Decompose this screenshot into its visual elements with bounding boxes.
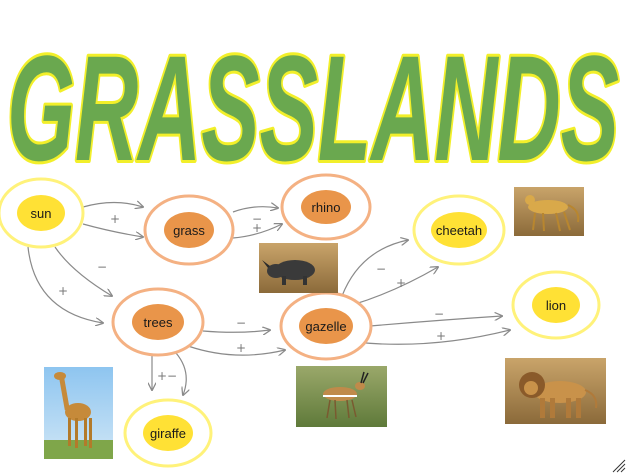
arrows <box>27 203 510 396</box>
node-giraffe: giraffe <box>123 398 213 468</box>
sign-gazelle-cheetah-plus: + <box>396 276 406 290</box>
arrow-sun-grass-2 <box>82 223 143 237</box>
title-text: GRASSLANDS <box>7 24 619 192</box>
node-cheetah: cheetah <box>412 194 506 266</box>
sign-sun-trees-plus: + <box>58 284 68 298</box>
node-label-giraffe: giraffe <box>150 426 186 441</box>
resize-grip-icon[interactable] <box>611 458 627 474</box>
sign-grass-rhino-minus: − <box>252 212 262 226</box>
arrow-trees-gazelle-2 <box>187 345 285 355</box>
sign-sun-grass-plus: + <box>110 212 120 226</box>
cheetah-photo <box>514 187 584 236</box>
sign-trees-gazelle-minus: − <box>236 316 246 330</box>
arrow-gazelle-lion-2 <box>354 330 510 345</box>
node-label-cheetah: cheetah <box>436 223 482 238</box>
lion-photo <box>505 358 606 424</box>
arrow-gazelle-cheetah-2 <box>351 267 438 306</box>
node-trees: trees <box>111 287 205 357</box>
arrow-grass-rhino-1 <box>232 207 278 213</box>
giraffe-photo <box>44 367 113 459</box>
node-rhino: rhino <box>280 173 372 241</box>
sign-sun-trees-minus: − <box>97 260 107 274</box>
sign-gazelle-lion-minus: − <box>434 307 444 321</box>
sign-trees-gazelle-plus: + <box>236 341 246 355</box>
gazelle-photo <box>296 366 387 427</box>
rhino-photo <box>259 243 338 293</box>
node-label-sun: sun <box>31 206 52 221</box>
arrow-trees-gazelle-1 <box>202 330 270 332</box>
arrow-gazelle-cheetah-1 <box>341 240 408 297</box>
node-gazelle: gazelle <box>279 291 373 361</box>
arrow-sun-trees-1 <box>54 246 112 296</box>
node-label-rhino: rhino <box>312 200 341 215</box>
sign-grass-rhino-plus: + <box>252 221 262 235</box>
node-label-lion: lion <box>546 298 566 313</box>
node-label-trees: trees <box>144 315 173 330</box>
arrow-sun-trees-2 <box>27 246 103 323</box>
sign-trees-giraffe-plus: + <box>157 369 167 383</box>
node-sun: sun <box>0 177 85 249</box>
sign-gazelle-lion-plus: + <box>436 329 446 343</box>
arrow-gazelle-lion-1 <box>369 316 502 327</box>
node-label-gazelle: gazelle <box>305 319 346 334</box>
arrow-signs: + − + − + − + − + − + + − <box>58 212 446 383</box>
arrow-trees-giraffe-2 <box>175 352 186 395</box>
page-title: GRASSLANDS <box>4 21 622 195</box>
arrow-grass-rhino-2 <box>232 224 282 239</box>
sign-gazelle-cheetah-minus: − <box>376 262 386 276</box>
node-lion: lion <box>511 270 601 340</box>
node-grass: grass <box>143 194 235 266</box>
node-label-grass: grass <box>173 223 205 238</box>
arrow-sun-grass-1 <box>82 203 143 208</box>
sign-trees-giraffe-minus: − <box>167 369 177 383</box>
